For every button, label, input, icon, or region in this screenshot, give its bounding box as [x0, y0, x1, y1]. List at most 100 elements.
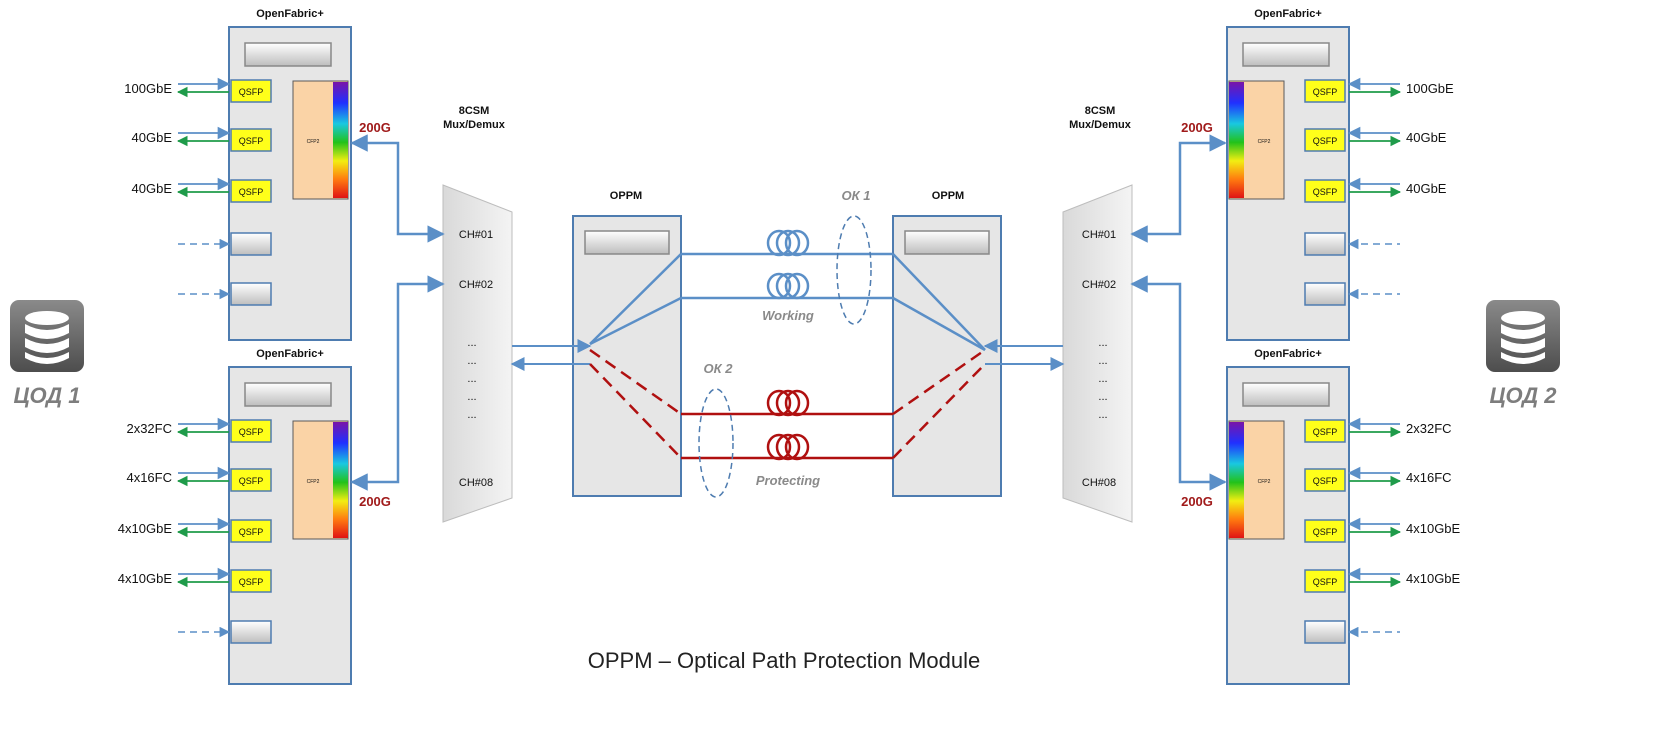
datacenter-left-label: ЦОД 1: [13, 383, 80, 408]
qsfp-label: QSFP: [1313, 187, 1338, 197]
qsfp-port: [230, 79, 272, 103]
mux-channel: CH#01: [1082, 229, 1116, 241]
qsfp-label: QSFP: [239, 476, 264, 486]
datacenter-right-label: ЦОД 2: [1489, 383, 1557, 408]
port-speed-label: 40GbE: [1406, 130, 1447, 145]
fiber-coil-icon: [766, 272, 810, 300]
datacenter-left: ЦОД 1: [10, 300, 84, 408]
qsfp-port: [230, 419, 272, 443]
switches: OpenFabric+CFP2QSFP100GbEQSFP40GbEQSFP40…: [118, 8, 1461, 685]
mux-subtitle: Mux/Demux: [1069, 119, 1132, 131]
cfp-label: CFP2: [307, 139, 320, 145]
qsfp-port: [1304, 468, 1346, 492]
mux-dots: ...: [467, 373, 476, 385]
qsfp-label: QSFP: [239, 427, 264, 437]
mux-demux-right: 8CSM Mux/Demux CH#01 CH#02 ... ... ... .…: [1062, 105, 1133, 523]
cable-group-ok1: [836, 215, 872, 325]
empty-port-slot: [230, 232, 272, 256]
mux-demux-left: 8CSM Mux/Demux CH#01 CH#02 ... ... ... .…: [442, 105, 513, 523]
qsfp-label: QSFP: [1313, 136, 1338, 146]
empty-port-slot: [1304, 232, 1346, 256]
qsfp-label: QSFP: [1313, 577, 1338, 587]
qsfp-port: [230, 179, 272, 203]
qsfp-label: QSFP: [239, 577, 264, 587]
wavelength-spectrum: [1229, 82, 1244, 198]
mux-title: 8CSM: [459, 105, 490, 117]
port-speed-label: 4x10GbE: [1406, 521, 1461, 536]
oppm-right: OPPM: [892, 190, 1002, 497]
uplink-label: 200G: [1181, 120, 1213, 135]
oppm-left: OPPM: [572, 190, 682, 497]
qsfp-port: [230, 468, 272, 492]
port-speed-label: 40GbE: [132, 181, 173, 196]
port-speed-label: 100GbE: [124, 81, 172, 96]
uplinks: [350, 134, 1227, 491]
empty-port-slot: [1304, 620, 1346, 644]
switch-title: OpenFabric+: [256, 8, 324, 20]
mux-oppm-links: [510, 339, 1065, 371]
qsfp-port: [1304, 419, 1346, 443]
port-speed-label: 4x10GbE: [118, 521, 173, 536]
cable-ok2-label: ОК 2: [704, 361, 734, 376]
mux-dots: ...: [1098, 391, 1107, 403]
mux-dots: ...: [1098, 337, 1107, 349]
port-speed-label: 4x16FC: [1406, 470, 1452, 485]
oppm-label: OPPM: [932, 190, 964, 202]
datacenter-right: ЦОД 2: [1486, 300, 1560, 408]
uplink-label: 200G: [359, 494, 391, 509]
port-speed-label: 4x16FC: [126, 470, 172, 485]
qsfp-label: QSFP: [239, 87, 264, 97]
protecting-label: Protecting: [756, 473, 820, 488]
mux-channel: CH#02: [459, 279, 493, 291]
qsfp-port: [230, 519, 272, 543]
qsfp-label: QSFP: [1313, 527, 1338, 537]
port-speed-label: 100GbE: [1406, 81, 1454, 96]
qsfp-label: QSFP: [1313, 87, 1338, 97]
qsfp-port: [1304, 79, 1346, 103]
qsfp-label: QSFP: [1313, 476, 1338, 486]
cable-ok1-label: ОК 1: [842, 188, 871, 203]
qsfp-label: QSFP: [239, 187, 264, 197]
mux-subtitle: Mux/Demux: [443, 119, 506, 131]
mux-dots: ...: [1098, 409, 1107, 421]
wavelength-spectrum: [333, 422, 348, 538]
port-speed-label: 40GbE: [132, 130, 173, 145]
fiber-coil-icon: [766, 229, 810, 257]
mux-dots: ...: [467, 337, 476, 349]
qsfp-port: [230, 128, 272, 152]
empty-port-slot: [230, 282, 272, 306]
fiber-coil-icon: [766, 433, 810, 461]
mux-channel: CH#08: [1082, 477, 1116, 489]
switch-title: OpenFabric+: [256, 348, 324, 360]
mux-title: 8CSM: [1085, 105, 1116, 117]
qsfp-port: [1304, 519, 1346, 543]
working-label: Working: [762, 308, 814, 323]
switch-title: OpenFabric+: [1254, 8, 1322, 20]
wavelength-spectrum: [333, 82, 348, 198]
mux-dots: ...: [467, 409, 476, 421]
oppm-label: OPPM: [610, 190, 642, 202]
mux-dots: ...: [1098, 355, 1107, 367]
switch-title: OpenFabric+: [1254, 348, 1322, 360]
fiber-coils: [766, 229, 810, 461]
uplink-label: 200G: [359, 120, 391, 135]
cfp-label: CFP2: [1258, 479, 1271, 485]
port-speed-label: 2x32FC: [126, 421, 172, 436]
port-speed-label: 4x10GbE: [1406, 571, 1461, 586]
working-path: [589, 252, 986, 352]
switch-left-bottom: OpenFabric+CFP2QSFP2x32FCQSFP4x16FCQSFP4…: [118, 348, 352, 685]
cfp-label: CFP2: [1258, 139, 1271, 145]
empty-port-slot: [230, 620, 272, 644]
fiber-coil-icon: [766, 389, 810, 417]
port-speed-label: 4x10GbE: [118, 571, 173, 586]
mux-channel: CH#01: [459, 229, 493, 241]
empty-port-slot: [1304, 282, 1346, 306]
qsfp-port: [1304, 128, 1346, 152]
qsfp-label: QSFP: [1313, 427, 1338, 437]
diagram-caption: OPPM – Optical Path Protection Module: [588, 648, 981, 673]
wavelength-spectrum: [1229, 422, 1244, 538]
qsfp-port: [230, 569, 272, 593]
mux-channel: CH#08: [459, 477, 493, 489]
cable-group-ok2: [698, 388, 734, 498]
port-speed-label: 2x32FC: [1406, 421, 1452, 436]
